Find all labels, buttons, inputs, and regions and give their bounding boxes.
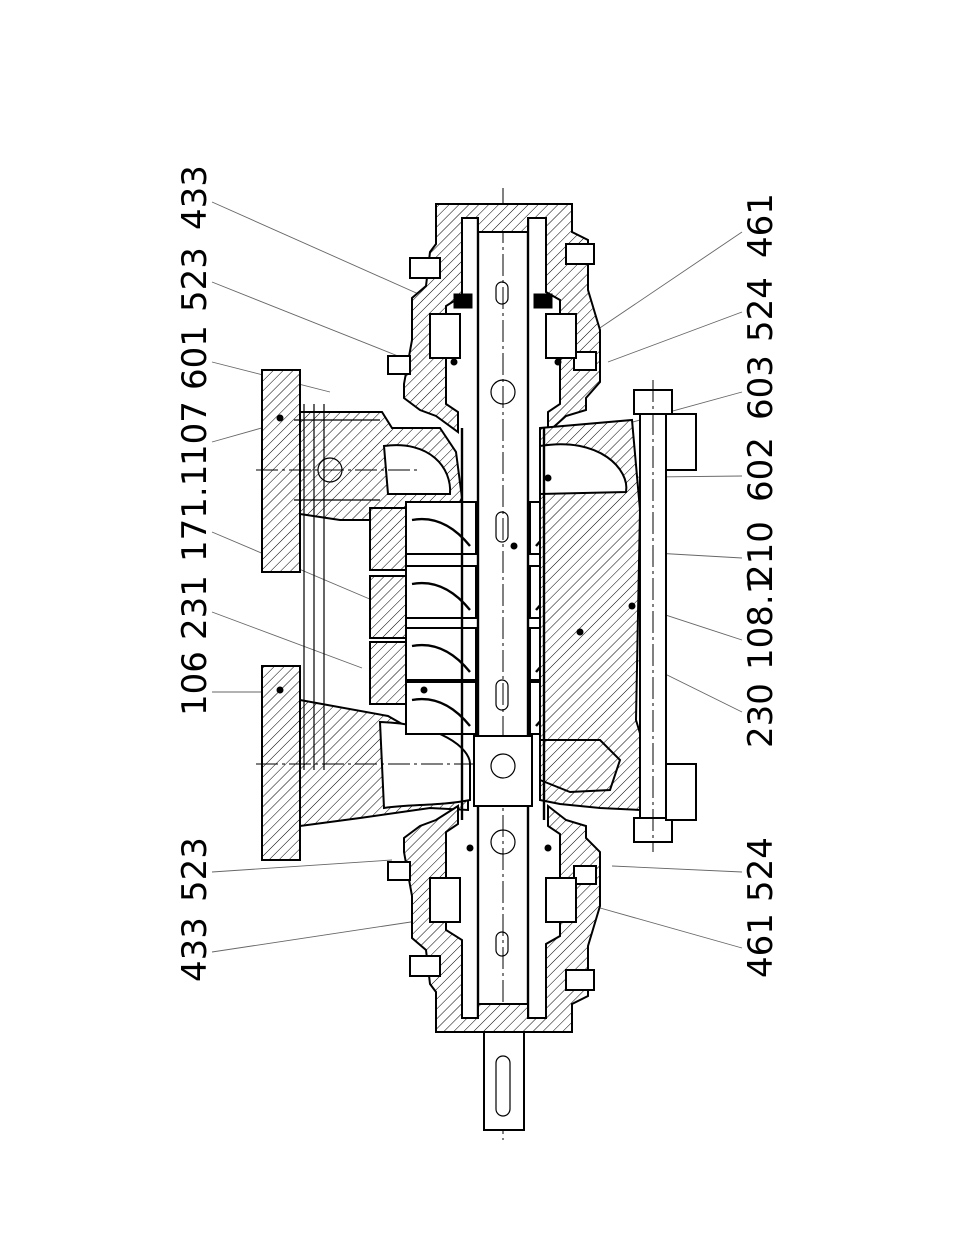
discharge-flange [262, 370, 300, 572]
callout-label-461-bottom-right: 461 [741, 913, 781, 978]
callout-label-106: 106 [175, 651, 215, 716]
stage-casings-left [370, 502, 476, 734]
balance-drum [474, 736, 532, 806]
callout-label-433-top-left: 433 [175, 165, 215, 230]
callout-label-601: 601 [175, 325, 215, 390]
right-callouts: 461 524 603 602 210 108.1 230 524 461 [741, 193, 781, 978]
callout-label-523-bottom-left: 523 [175, 837, 215, 902]
callout-label-231: 231 [175, 575, 215, 640]
callout-label-433-bottom-left: 433 [175, 917, 215, 982]
drive-shaft-end [484, 1022, 524, 1130]
callout-label-524-bottom-right: 524 [741, 837, 781, 902]
callout-label-603: 603 [741, 355, 781, 420]
callout-label-108-1: 108.1 [741, 573, 781, 670]
callout-label-171-1: 171.1 [175, 465, 215, 562]
callout-label-524-top-right: 524 [741, 277, 781, 342]
callout-label-107: 107 [175, 401, 215, 466]
left-callouts: 433 523 601 107 171.1 231 106 523 433 [175, 165, 215, 982]
callout-label-230: 230 [741, 683, 781, 748]
callout-label-602: 602 [741, 437, 781, 502]
suction-flange [262, 666, 300, 860]
callout-label-461-top-right: 461 [741, 193, 781, 258]
pump-assembly [256, 188, 696, 1140]
callout-label-523-top-left: 523 [175, 247, 215, 312]
